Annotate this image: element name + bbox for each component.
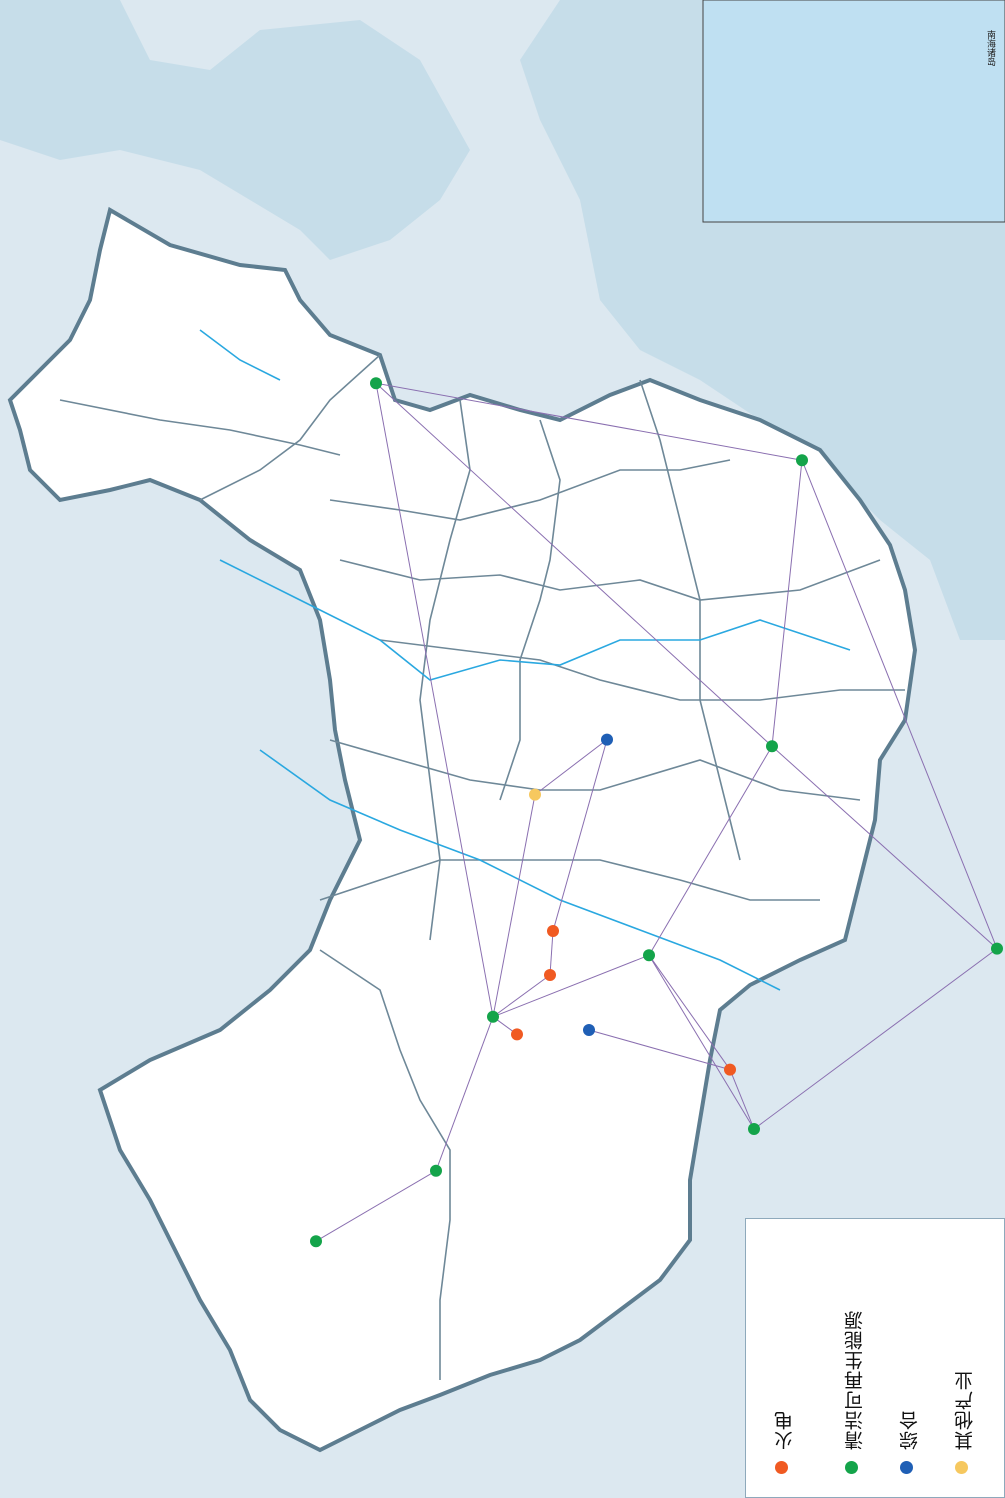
network-line [771,745,998,949]
station-node-icon [724,1063,736,1076]
network-line [552,739,608,932]
legend-label: 火电 [774,1410,796,1450]
network-line [375,383,494,1017]
network-line [588,1029,731,1071]
station-node-icon [430,1164,442,1177]
station-node-icon [748,1123,760,1135]
station-node-icon [547,925,559,937]
legend-label: 其他产业 [954,1370,976,1450]
network-line [375,382,773,747]
legend-label: 综合 [899,1410,921,1450]
station-node-icon [601,733,613,746]
china-land [7,206,918,1453]
network-line [648,954,731,1070]
station-node-icon [544,969,556,981]
legend-item-renewable: 清洁可再生能源 [841,1244,866,1474]
legend-dot-icon [845,1461,858,1474]
legend-item-combined: 综合 [896,1244,921,1474]
network-line [801,460,998,949]
network-line [771,460,803,747]
network-line [435,1016,494,1171]
network-line [492,794,536,1017]
legend-dot-icon [955,1461,968,1474]
province-borders [59,354,905,1380]
station-node-icon [766,740,778,753]
station-node-icon [529,788,541,801]
legend-dot-icon [775,1461,788,1474]
network-line [648,745,773,956]
station-node-icon [991,942,1003,955]
network-line [753,948,998,1130]
network-line [549,930,554,976]
network-line [729,1069,755,1130]
network-line [534,739,608,795]
station-node-icon [643,949,655,962]
legend-item-other: 其他产业 [951,1244,976,1474]
rivers [199,329,851,991]
network-line [492,954,650,1018]
legend: 火电 清洁可再生能源 综合 其他产业 [745,1218,1005,1498]
network-line [315,1170,437,1242]
station-node-icon [796,454,808,467]
south-china-sea-inset: 南海诸岛 [702,0,1005,223]
station-node-icon [370,377,382,390]
legend-dot-icon [900,1461,913,1474]
legend-label: 清洁可再生能源 [844,1310,866,1450]
network-line [375,382,803,461]
network-line [492,974,551,1018]
station-node-icon [487,1010,499,1023]
network-nodes [310,377,1003,1248]
network-lines [315,382,998,1242]
network-line [648,954,755,1130]
legend-item-thermal: 火电 [771,1244,796,1474]
station-node-icon [583,1024,595,1036]
inset-label: 南海诸岛 [985,29,996,67]
sea-area [0,0,470,260]
station-node-icon [310,1235,322,1248]
station-node-icon [511,1028,523,1041]
